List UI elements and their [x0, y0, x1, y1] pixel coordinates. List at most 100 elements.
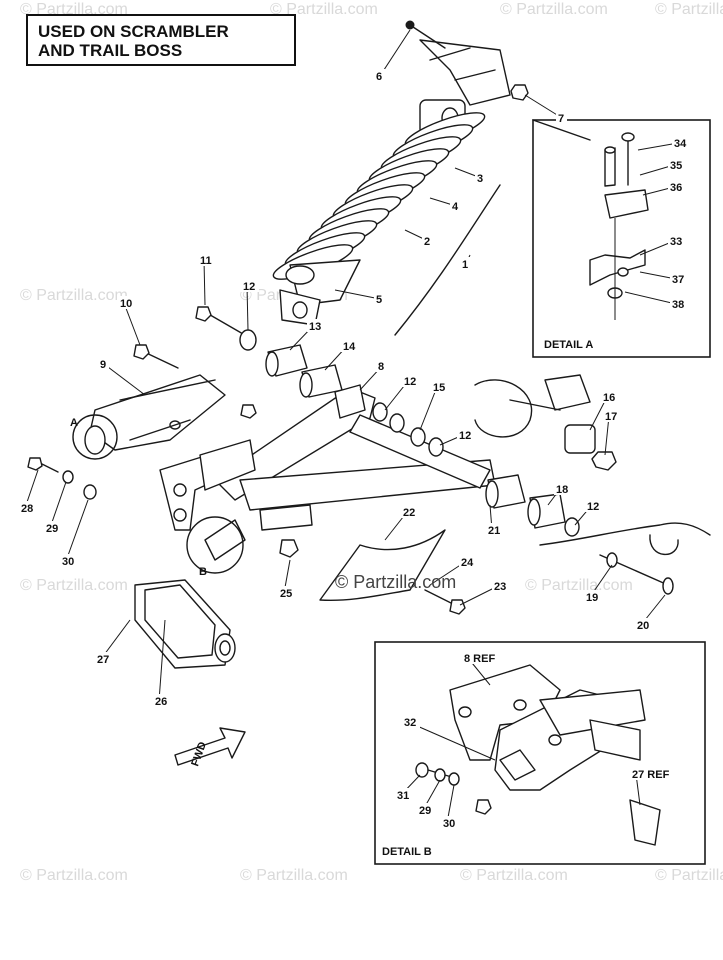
- watermark-text: © Partzilla.com: [240, 867, 348, 884]
- callout-number: 24: [461, 557, 474, 569]
- watermark-text: © Partzilla.com: [460, 867, 568, 884]
- header-line-2: AND TRAIL BOSS: [38, 41, 183, 60]
- fasteners-left: [27, 457, 97, 500]
- watermark-text: © Partzilla.com: [20, 287, 128, 304]
- callout-number: 10: [120, 298, 132, 310]
- callout-bg: [153, 694, 171, 707]
- callout-bg: [457, 428, 475, 441]
- leader-line: [419, 386, 438, 431]
- leader-line: [246, 285, 249, 331]
- watermark-text: © Partzilla.com: [655, 1, 723, 18]
- leader-line: [459, 585, 499, 606]
- callout-bg: [492, 579, 510, 592]
- callout-bg: [585, 499, 603, 512]
- callout-number: 29: [46, 523, 58, 535]
- callout-bg: [417, 803, 435, 816]
- watermark-text: © Partzilla.com: [20, 1, 128, 18]
- callout-bg: [603, 409, 621, 422]
- fwd-arrow: FWD: [174, 727, 246, 768]
- callout-bg: [198, 253, 216, 266]
- callout-bg: [450, 199, 461, 212]
- callout-number: 12: [243, 281, 255, 293]
- callout-number: 2: [424, 236, 430, 248]
- callout-bg: [460, 257, 471, 270]
- callout-number: 26: [155, 696, 167, 708]
- callout-bg: [60, 554, 78, 567]
- callout-number: 12: [587, 501, 599, 513]
- watermark-text: © Partzilla.com: [655, 867, 723, 884]
- callout-bg: [241, 279, 259, 292]
- detail-b-label: DETAIL B: [382, 846, 432, 858]
- view-marker-a: A: [70, 417, 78, 429]
- callout-bg: [341, 339, 359, 352]
- callout-number: 22: [403, 507, 415, 519]
- callout-number: 4: [452, 201, 459, 213]
- callout-number: 1: [462, 259, 468, 271]
- leader-line: [379, 29, 411, 77]
- callout-number: 27 REF: [632, 769, 670, 781]
- callout-number: 35: [670, 160, 682, 172]
- watermark-text: © Partzilla.com: [20, 577, 128, 594]
- callout-number: 37: [672, 274, 684, 286]
- leader-line: [49, 481, 67, 529]
- callout-number: 27: [97, 654, 109, 666]
- center-watermark: © Partzilla.com: [335, 572, 457, 592]
- callout-number: 8: [378, 361, 384, 373]
- callout-number: 20: [637, 620, 649, 632]
- callout-number: 19: [586, 592, 598, 604]
- callout-number: 18: [556, 484, 568, 496]
- callout-bg: [462, 651, 501, 664]
- motor-assembly: [134, 579, 236, 669]
- leader-line: [637, 142, 679, 151]
- callout-bg: [475, 171, 486, 184]
- view-marker-b: B: [199, 566, 207, 578]
- callout-number: 30: [62, 556, 74, 568]
- callout-bg: [44, 521, 62, 534]
- callout-number: 14: [343, 341, 356, 353]
- callout-bg: [486, 523, 504, 536]
- callout-number: 16: [603, 392, 615, 404]
- callout-bg: [278, 586, 296, 599]
- callout-number: 11: [200, 255, 212, 267]
- callout-number: 12: [459, 430, 471, 442]
- callout-number: 17: [605, 411, 617, 423]
- callout-bg: [668, 180, 686, 193]
- leader-line: [624, 291, 677, 305]
- callout-bg: [376, 359, 387, 372]
- leader-line: [524, 94, 563, 119]
- callout-number: 25: [280, 588, 292, 600]
- watermark-text: © Partzilla.com: [500, 1, 608, 18]
- callout-bg: [635, 618, 653, 631]
- callout-number: 33: [670, 236, 682, 248]
- callout-bg: [307, 319, 325, 332]
- callout-bg: [402, 715, 420, 728]
- callout-bg: [459, 555, 477, 568]
- callout-bg: [441, 816, 459, 829]
- detail-b: [374, 641, 706, 865]
- callout-bg: [670, 297, 688, 310]
- callout-number: 8 REF: [464, 653, 495, 665]
- callout-bg: [118, 296, 136, 309]
- callout-bg: [668, 158, 686, 171]
- leader-line: [604, 415, 610, 456]
- callout-bg: [556, 111, 567, 124]
- leader-line: [203, 259, 206, 306]
- header-line-1: USED ON SCRAMBLER: [38, 22, 229, 41]
- callout-number: 38: [672, 299, 684, 311]
- callout-number: 9: [100, 359, 106, 371]
- callout-number: 13: [309, 321, 321, 333]
- callout-bg: [584, 590, 602, 603]
- shock-absorber: [272, 20, 529, 336]
- callout-number: 28: [21, 503, 33, 515]
- callout-bg: [431, 380, 449, 393]
- leader-line: [123, 302, 141, 346]
- callout-bg: [672, 136, 690, 149]
- callout-number: 15: [433, 382, 445, 394]
- watermark-text: © Partzilla.com: [525, 577, 633, 594]
- callout-bg: [395, 788, 413, 801]
- callout-bg: [554, 482, 572, 495]
- callout-bg: [668, 234, 686, 247]
- callout-bg: [422, 234, 433, 247]
